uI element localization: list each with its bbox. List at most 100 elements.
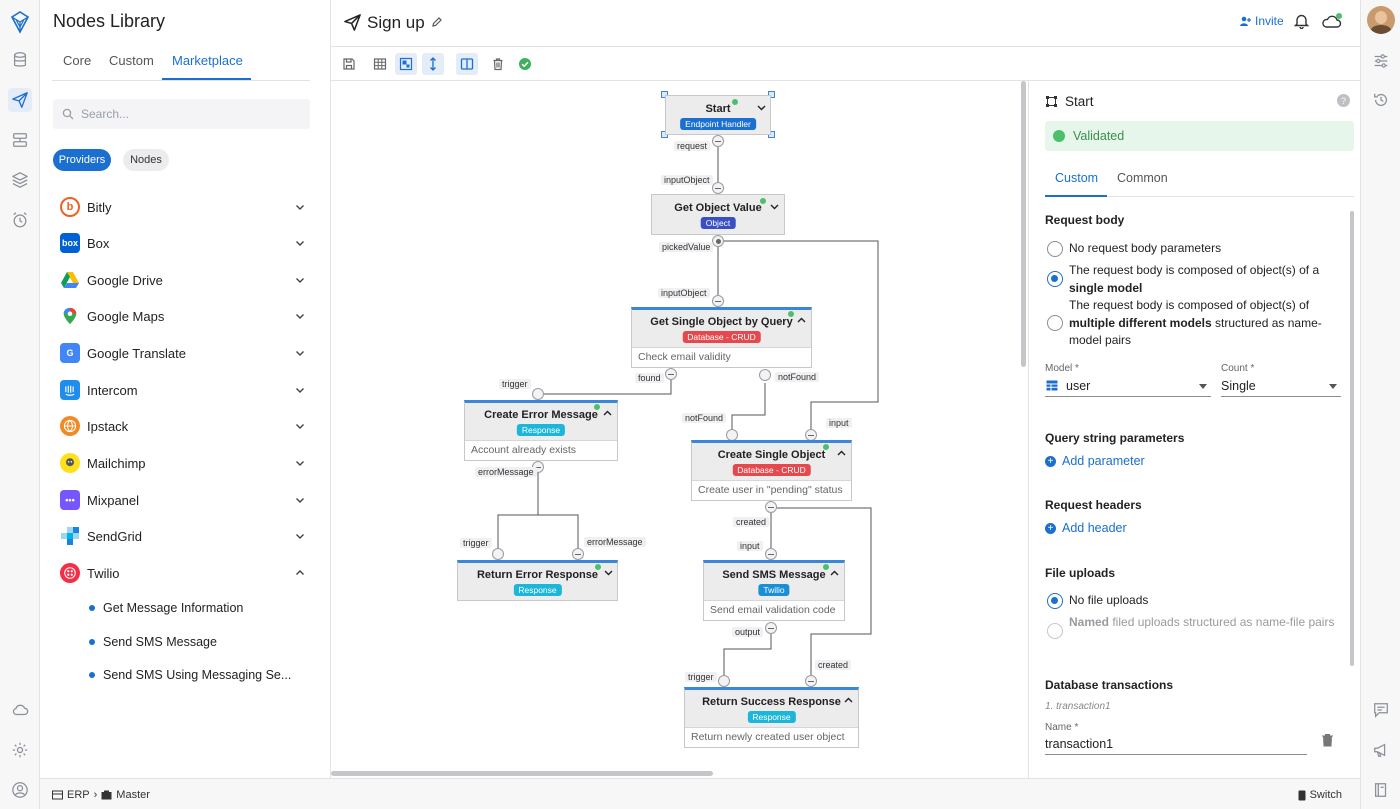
provider-mailchimp[interactable]: Mailchimp bbox=[53, 445, 313, 481]
provider-google-translate[interactable]: G Google Translate bbox=[53, 335, 313, 371]
radio-no-body[interactable] bbox=[1047, 241, 1063, 257]
notification-bell-icon[interactable] bbox=[1294, 13, 1309, 29]
chevron-up-icon[interactable] bbox=[844, 697, 853, 703]
node-start[interactable]: Start Endpoint Handler bbox=[665, 95, 771, 135]
twilio-node-item[interactable]: Get Message Information bbox=[89, 601, 243, 615]
chevron-up-icon[interactable] bbox=[797, 317, 806, 323]
help-icon[interactable]: ? bbox=[1337, 94, 1350, 107]
grid-view-button[interactable] bbox=[369, 53, 391, 75]
comments-icon[interactable] bbox=[1369, 698, 1393, 722]
provider-bitly[interactable]: b Bitly bbox=[53, 189, 313, 225]
delete-transaction-trash-icon[interactable] bbox=[1321, 733, 1334, 747]
invite-button[interactable]: Invite bbox=[1239, 14, 1284, 28]
radio-single-model[interactable] bbox=[1047, 271, 1063, 287]
chevron-down-icon[interactable] bbox=[770, 204, 779, 210]
documentation-book-icon[interactable] bbox=[1369, 778, 1393, 802]
provider-mixpanel[interactable]: ••• Mixpanel bbox=[53, 482, 313, 518]
twilio-node-item[interactable]: Send SMS Using Messaging Se... bbox=[89, 668, 291, 682]
twilio-node-item[interactable]: Send SMS Message bbox=[89, 635, 217, 649]
provider-box[interactable]: box Box bbox=[53, 225, 313, 261]
user-avatar[interactable] bbox=[1367, 6, 1395, 34]
port-in[interactable] bbox=[532, 388, 544, 400]
model-select[interactable]: user bbox=[1045, 375, 1211, 397]
port-out[interactable] bbox=[712, 135, 724, 147]
cloud-icon[interactable] bbox=[8, 698, 32, 722]
canvas-vertical-scrollbar[interactable] bbox=[1021, 81, 1026, 367]
provider-google-maps[interactable]: Google Maps bbox=[53, 298, 313, 334]
port-out[interactable] bbox=[765, 501, 777, 513]
switch-button[interactable]: Switch bbox=[1298, 789, 1342, 801]
port-out[interactable] bbox=[765, 622, 777, 634]
radio-label: The request body is composed of object(s… bbox=[1069, 297, 1339, 350]
port-in[interactable] bbox=[492, 548, 504, 560]
provider-intercom[interactable]: Intercom bbox=[53, 372, 313, 408]
environment-breadcrumb[interactable]: ERP › Master bbox=[52, 789, 150, 801]
chevron-up-icon[interactable] bbox=[837, 450, 846, 456]
port-in[interactable] bbox=[712, 295, 724, 307]
node-get-single-object[interactable]: Get Single Object by Query Database - CR… bbox=[631, 307, 812, 368]
nodes-chip[interactable]: Nodes bbox=[123, 149, 169, 171]
delete-button[interactable] bbox=[487, 53, 509, 75]
tab-custom[interactable]: Custom bbox=[1055, 171, 1099, 185]
providers-chip[interactable]: Providers bbox=[53, 149, 111, 171]
tab-marketplace[interactable]: Marketplace bbox=[172, 53, 243, 68]
transaction-name-input[interactable]: transaction1 bbox=[1045, 733, 1307, 755]
chevron-up-icon[interactable] bbox=[603, 410, 612, 416]
add-header-button[interactable]: +Add header bbox=[1045, 521, 1127, 535]
node-send-sms-message[interactable]: Send SMS Message Twilio Send email valid… bbox=[703, 560, 845, 621]
vertical-layout-button[interactable] bbox=[422, 53, 444, 75]
node-create-single-object[interactable]: Create Single Object Database - CRUD Cre… bbox=[691, 440, 852, 501]
status-dot bbox=[823, 564, 829, 570]
panel-vertical-scrollbar[interactable] bbox=[1350, 211, 1354, 666]
announcements-megaphone-icon[interactable] bbox=[1369, 738, 1393, 762]
radio-multiple-models[interactable] bbox=[1047, 315, 1063, 331]
alarm-clock-icon[interactable] bbox=[8, 208, 32, 232]
tab-custom[interactable]: Custom bbox=[109, 53, 154, 68]
app-logo-icon[interactable] bbox=[6, 8, 34, 36]
node-return-error-response[interactable]: Return Error Response Response bbox=[457, 560, 618, 601]
selection-handle[interactable] bbox=[661, 91, 668, 98]
port-in[interactable] bbox=[805, 675, 817, 687]
chevron-down-icon[interactable] bbox=[757, 105, 766, 111]
tab-core[interactable]: Core bbox=[63, 53, 92, 68]
settings-gear-icon[interactable] bbox=[8, 738, 32, 762]
provider-sendgrid[interactable]: SendGrid bbox=[53, 518, 313, 554]
minimap-toggle-button[interactable] bbox=[395, 53, 417, 75]
edit-pencil-icon[interactable] bbox=[431, 16, 443, 28]
endpoints-send-icon[interactable] bbox=[8, 88, 32, 112]
canvas-horizontal-scrollbar[interactable] bbox=[331, 771, 713, 776]
split-view-button[interactable] bbox=[456, 53, 478, 75]
node-create-error-message[interactable]: Create Error Message Response Account al… bbox=[464, 400, 618, 461]
add-parameter-button[interactable]: +Add parameter bbox=[1045, 454, 1145, 468]
node-get-object-value[interactable]: Get Object Value Object bbox=[651, 194, 785, 235]
provider-google-drive[interactable]: Google Drive bbox=[53, 262, 313, 298]
tab-common[interactable]: Common bbox=[1117, 171, 1168, 185]
flow-canvas[interactable]: Start Endpoint Handler request inputObje… bbox=[331, 81, 1028, 778]
selection-handle[interactable] bbox=[768, 91, 775, 98]
database-icon[interactable] bbox=[8, 48, 32, 72]
port-in[interactable] bbox=[572, 548, 584, 560]
port-out-not-found[interactable] bbox=[759, 369, 771, 381]
sendgrid-logo-icon bbox=[60, 526, 80, 546]
port-in[interactable] bbox=[765, 548, 777, 560]
save-button[interactable] bbox=[338, 53, 360, 75]
tasks-list-icon[interactable] bbox=[8, 128, 32, 152]
chevron-up-icon[interactable] bbox=[830, 570, 839, 576]
port-in[interactable] bbox=[712, 182, 724, 194]
count-select[interactable]: Single bbox=[1221, 375, 1341, 397]
user-account-icon[interactable] bbox=[8, 778, 32, 802]
radio-no-file-uploads[interactable] bbox=[1047, 593, 1063, 609]
provider-ipstack[interactable]: Ipstack bbox=[53, 408, 313, 444]
cloud-sync-icon[interactable] bbox=[1321, 12, 1343, 30]
port-out[interactable] bbox=[712, 235, 724, 247]
library-search-input[interactable]: Search... bbox=[53, 99, 310, 129]
node-return-success-response[interactable]: Return Success Response Response Return … bbox=[684, 687, 859, 748]
sliders-settings-icon[interactable] bbox=[1369, 49, 1393, 73]
port-in[interactable] bbox=[718, 675, 730, 687]
history-icon[interactable] bbox=[1369, 88, 1393, 112]
provider-twilio[interactable]: Twilio bbox=[53, 555, 313, 591]
chevron-down-icon[interactable] bbox=[604, 570, 613, 576]
validation-status-icon bbox=[514, 53, 536, 75]
layers-icon[interactable] bbox=[8, 168, 32, 192]
port-out-found[interactable] bbox=[665, 368, 677, 380]
